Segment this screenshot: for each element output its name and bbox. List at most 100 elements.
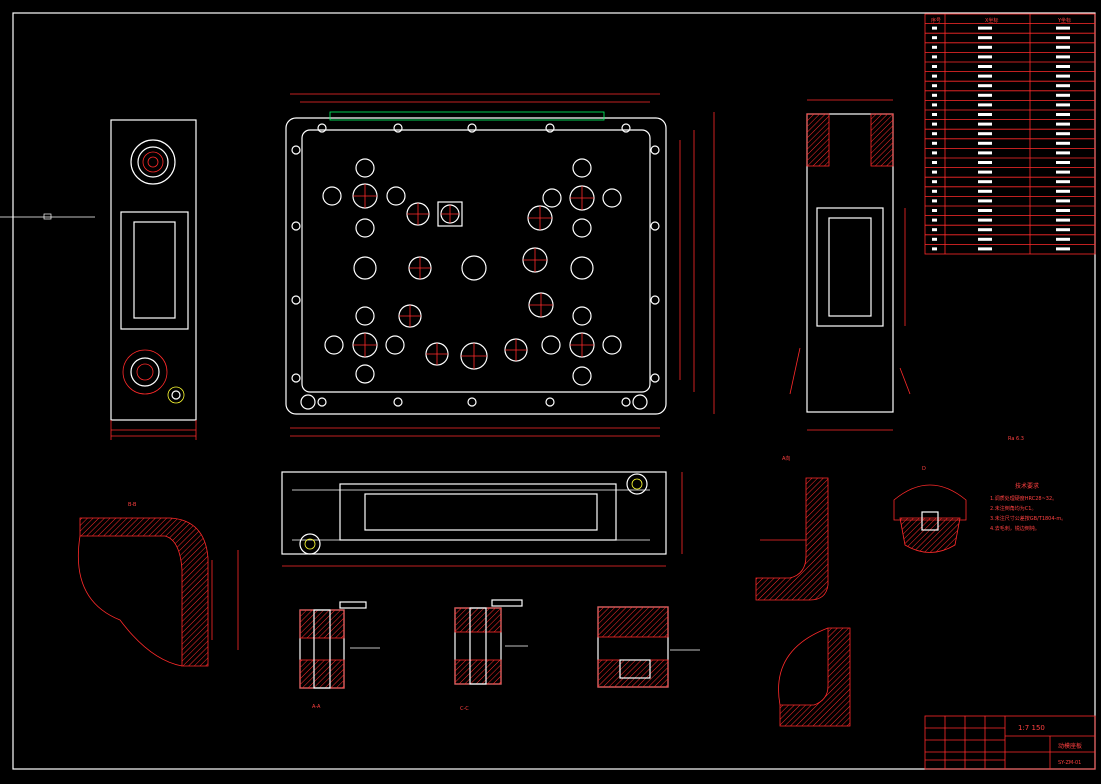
coord-row-number-mark xyxy=(932,132,937,136)
coord-y-value-mark xyxy=(1056,161,1070,164)
coord-y-value-mark xyxy=(1056,199,1070,203)
section-aa xyxy=(299,601,380,689)
left-side-view xyxy=(0,119,197,440)
coord-row-number-mark xyxy=(932,122,937,126)
coord-y-value-mark xyxy=(1056,36,1070,40)
coord-y-value-mark xyxy=(1056,209,1070,212)
note-2: 2.未注倒角均为C1。 xyxy=(990,505,1036,512)
title-part-name: 动模座板 xyxy=(1058,742,1082,750)
coord-y-value-mark xyxy=(1056,247,1070,251)
detail-d-view xyxy=(893,484,967,553)
detail-elbow-bottom xyxy=(778,627,851,727)
aa-label: A-A xyxy=(312,704,321,710)
coord-x-value-mark xyxy=(978,180,992,184)
coord-x-value-mark xyxy=(978,36,992,40)
coord-row-number-mark xyxy=(932,55,937,59)
coord-x-value-mark xyxy=(978,26,992,30)
coord-x-value-mark xyxy=(978,45,992,49)
coord-row-number-mark xyxy=(932,237,937,241)
detail-elbow-top xyxy=(755,477,829,601)
coordinate-table xyxy=(924,13,1096,255)
coord-x-value-mark xyxy=(978,189,992,193)
coord-row-number-mark xyxy=(932,93,937,97)
coord-y-value-mark xyxy=(1056,26,1070,30)
coord-y-value-mark xyxy=(1056,189,1070,193)
coord-row-number-mark xyxy=(932,65,937,68)
coord-x-value-mark xyxy=(978,170,992,174)
coord-table-frame xyxy=(924,13,1096,255)
coord-row-number-mark xyxy=(932,26,937,30)
coord-x-value-mark xyxy=(978,247,992,251)
coord-table-header-x: X坐标 xyxy=(985,17,998,24)
coord-y-value-mark xyxy=(1056,93,1070,97)
coord-y-value-mark xyxy=(1056,113,1070,116)
section-cc xyxy=(454,599,528,685)
coord-y-value-mark xyxy=(1056,122,1070,126)
coord-x-value-mark xyxy=(978,132,992,136)
roughness-label: Ra 6.3 xyxy=(1008,436,1024,442)
coord-y-value-mark xyxy=(1056,151,1070,155)
coord-y-value-mark xyxy=(1056,180,1070,184)
coord-x-value-mark xyxy=(978,237,992,241)
coord-y-value-mark xyxy=(1056,132,1070,136)
coord-x-value-mark xyxy=(978,218,992,222)
notes-title: 技术要求 xyxy=(1015,482,1039,490)
title-scale: 1:7 150 xyxy=(1018,724,1045,732)
coord-y-value-mark xyxy=(1056,141,1070,145)
coord-y-value-mark xyxy=(1056,45,1070,49)
coord-row-number-mark xyxy=(932,141,937,145)
coord-row-number-mark xyxy=(932,151,937,155)
note-4: 4.去毛刺，锐边倒钝。 xyxy=(990,525,1040,532)
coord-y-value-mark xyxy=(1056,103,1070,107)
coord-x-value-mark xyxy=(978,199,992,203)
coord-x-value-mark xyxy=(978,103,992,107)
coord-row-number-mark xyxy=(932,209,937,212)
coord-x-value-mark xyxy=(978,141,992,145)
coord-x-value-mark xyxy=(978,209,992,212)
coord-table-header-no: 序号 xyxy=(931,17,941,24)
view-d-label: D xyxy=(922,466,926,472)
note-3: 3.未注尺寸公差按GB/T1804-m。 xyxy=(990,515,1066,522)
cc-label: C-C xyxy=(460,706,469,712)
coord-table-header-y: Y坐标 xyxy=(1057,17,1071,24)
coord-x-value-mark xyxy=(978,228,992,232)
coord-y-value-mark xyxy=(1056,65,1070,68)
coord-y-value-mark xyxy=(1056,74,1070,78)
coord-row-number-mark xyxy=(932,189,937,193)
coord-row-number-mark xyxy=(932,161,937,164)
coord-y-value-mark xyxy=(1056,218,1070,222)
coord-x-value-mark xyxy=(978,65,992,68)
view-a-label: A向 xyxy=(782,455,790,462)
drawing-border xyxy=(12,12,1096,770)
coord-x-value-mark xyxy=(978,122,992,126)
coord-row-number-mark xyxy=(932,113,937,116)
coord-y-value-mark xyxy=(1056,228,1070,232)
coord-y-value-mark xyxy=(1056,237,1070,241)
right-section-view xyxy=(789,99,911,431)
coord-x-value-mark xyxy=(978,151,992,155)
coord-row-number-mark xyxy=(932,103,937,107)
coord-row-number-mark xyxy=(932,170,937,174)
coord-x-value-mark xyxy=(978,74,992,78)
coord-x-value-mark xyxy=(978,55,992,59)
coord-x-value-mark xyxy=(978,113,992,116)
coord-y-value-mark xyxy=(1056,84,1070,88)
coord-row-number-mark xyxy=(932,74,937,78)
title-drawing-no: SY-ZM-01 xyxy=(1058,760,1081,766)
coord-x-value-mark xyxy=(978,93,992,97)
coord-x-value-mark xyxy=(978,161,992,164)
coord-row-number-mark xyxy=(932,199,937,203)
coord-y-value-mark xyxy=(1056,55,1070,59)
technical-notes: 技术要求 1.调质处理硬度HRC28~32。 2.未注倒角均为C1。 3.未注尺… xyxy=(990,482,1066,532)
coord-y-value-mark xyxy=(1056,170,1070,174)
coord-row-number-mark xyxy=(932,84,937,88)
front-view xyxy=(281,471,683,567)
section-d xyxy=(597,606,700,688)
coord-row-number-mark xyxy=(932,218,937,222)
bb-label: B-B xyxy=(128,502,137,508)
coord-row-number-mark xyxy=(932,36,937,40)
main-plan-view xyxy=(285,93,715,437)
coord-row-number-mark xyxy=(932,228,937,232)
title-block xyxy=(924,715,1096,770)
